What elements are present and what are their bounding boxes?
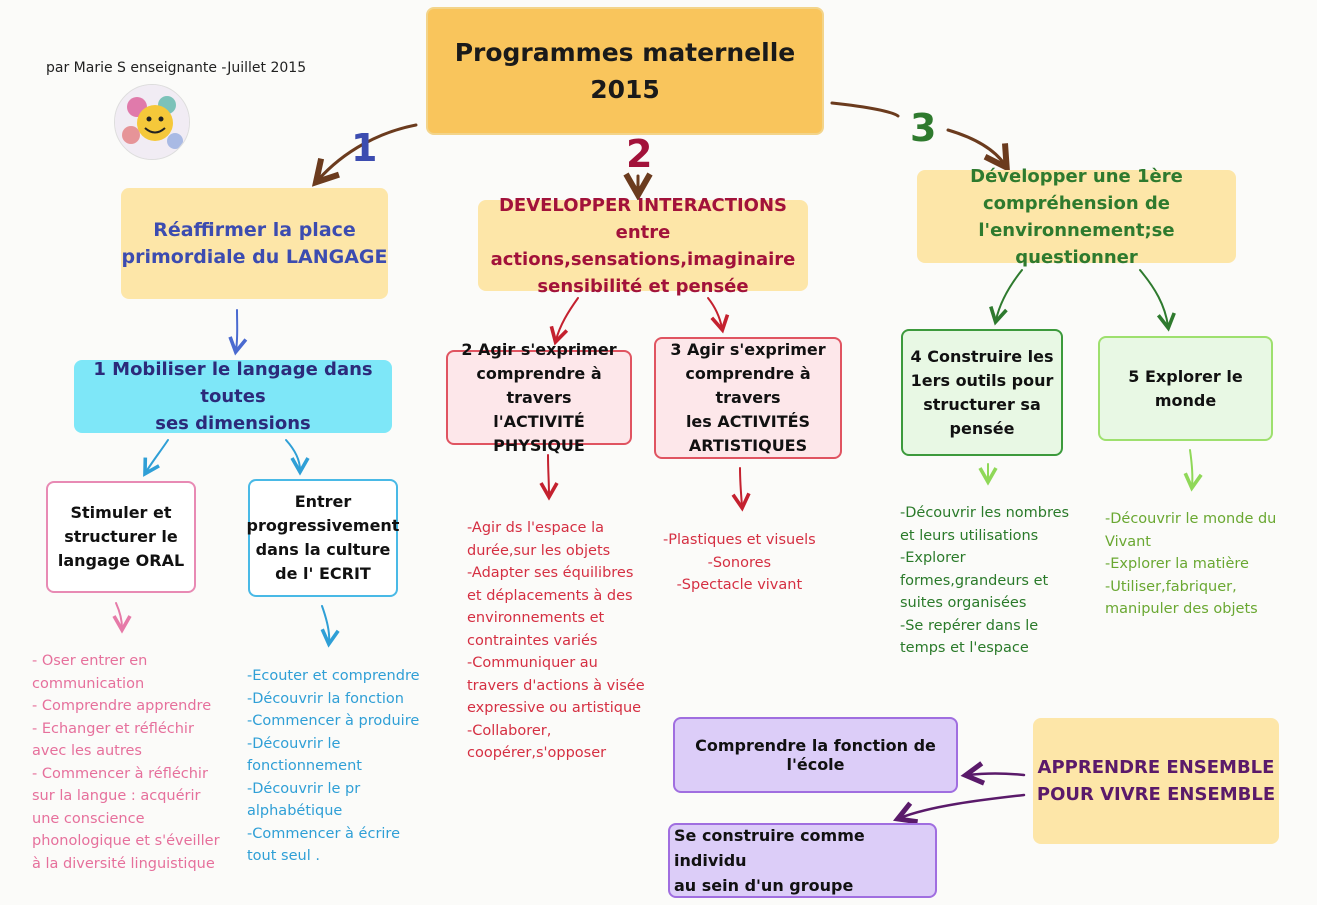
individu-groupe-box: Se construire comme individu au sein d'u…: [668, 823, 937, 898]
arrow-langage-to-d1: [228, 309, 248, 356]
apprendre-ensemble-box: APPRENDRE ENSEMBLE POUR VIVRE ENSEMBLE: [1033, 718, 1279, 844]
subdomain-oral: Stimuler et structurer le langage ORAL: [46, 481, 196, 593]
arrow-int-to-d3: [707, 297, 730, 334]
domain-2: 2 Agir s'exprimer comprendre à travers l…: [446, 340, 632, 455]
arrow-3-to-env: [946, 128, 1005, 165]
title-box: Programmes maternelle 2015: [426, 7, 824, 135]
arrow-ecrit-to-list: [320, 605, 340, 648]
domain-1: 1 Mobiliser le langage dans toutes ses d…: [74, 359, 392, 434]
arrow-d1-to-oral: [143, 439, 169, 477]
domain-2-label: 2 Agir s'exprimer comprendre à travers l…: [461, 339, 617, 455]
branch-interactions: DEVELOPPER INTERACTIONS entre actions,se…: [478, 195, 808, 297]
list-oral: - Oser entrer en communication - Compren…: [32, 653, 220, 872]
domain-5: 5 Explorer le monde: [1098, 336, 1273, 441]
arrow-env-to-d5: [1139, 269, 1176, 332]
arrow-d1-to-ecrit: [285, 439, 310, 476]
branch-langage: Réaffirmer la place primordiale du LANGA…: [121, 188, 388, 299]
branch-environnement: Développer une 1ère compréhension de l'e…: [917, 166, 1236, 268]
arrow-int-to-d2: [549, 297, 579, 346]
arrow-d5-to-list: [1183, 449, 1203, 492]
list-activite-physique: -Agir ds l'espace la durée,sur les objet…: [467, 520, 645, 761]
arrow-d3-to-list: [731, 467, 751, 512]
branch-langage-label: Réaffirmer la place primordiale du LANGA…: [121, 218, 388, 268]
number-3: 3: [910, 106, 937, 150]
list-explorer-monde: -Découvrir le monde du Vivant -Explorer …: [1105, 511, 1277, 617]
arrow-d2-to-list: [539, 454, 559, 501]
apprendre-ensemble-label: APPRENDRE ENSEMBLE POUR VIVRE ENSEMBLE: [1036, 757, 1276, 805]
main-title: Programmes maternelle 2015: [454, 38, 796, 104]
number-2: 2: [626, 132, 653, 176]
subdomain-ecrit: Entrer progressivement dans la culture d…: [246, 479, 400, 597]
domain-1-label: 1 Mobiliser le langage dans toutes ses d…: [93, 359, 373, 434]
author-credit: par Marie S enseignante -Juillet 2015: [46, 60, 307, 76]
branch-interactions-label: DEVELOPPER INTERACTIONS entre actions,se…: [490, 194, 796, 297]
list-activites-artistiques: -Plastiques et visuels -Sonores -Spectac…: [663, 532, 816, 593]
arrow-title-to-3: [830, 101, 900, 118]
arrow-env-to-d4: [989, 269, 1023, 326]
arrow-title-to-1: [318, 123, 418, 180]
author-avatar: [114, 84, 190, 160]
domain-4-label: 4 Construire les 1ers outils pour struct…: [910, 346, 1054, 438]
branch-environnement-label: Développer une 1ère compréhension de l'e…: [970, 165, 1183, 268]
subdomain-ecrit-label: Entrer progressivement dans la culture d…: [246, 492, 400, 583]
arrow-ensemble-to-school: [968, 774, 1026, 776]
domain-3-label: 3 Agir s'exprimer comprendre à travers l…: [670, 340, 826, 455]
arrow-oral-to-list: [112, 602, 132, 634]
individu-groupe-label: Se construire comme individu au sein d'u…: [674, 826, 865, 895]
arrow-ensemble-to-individu: [900, 793, 1026, 818]
subdomain-oral-label: Stimuler et structurer le langage ORAL: [57, 503, 185, 570]
domain-4: 4 Construire les 1ers outils pour struct…: [901, 329, 1063, 456]
domain-5-label: 5 Explorer le monde: [1128, 366, 1243, 410]
list-ecrit: -Ecouter et comprendre -Découvrir la fon…: [247, 668, 420, 864]
number-1: 1: [351, 126, 378, 170]
fonction-ecole-box: Comprendre la fonction de l'école: [673, 717, 958, 793]
fonction-ecole-label: Comprendre la fonction de l'école: [695, 736, 936, 774]
list-structurer-pensee: -Découvrir les nombres et leurs utilisat…: [900, 505, 1070, 656]
domain-3: 3 Agir s'exprimer comprendre à travers l…: [654, 337, 842, 459]
